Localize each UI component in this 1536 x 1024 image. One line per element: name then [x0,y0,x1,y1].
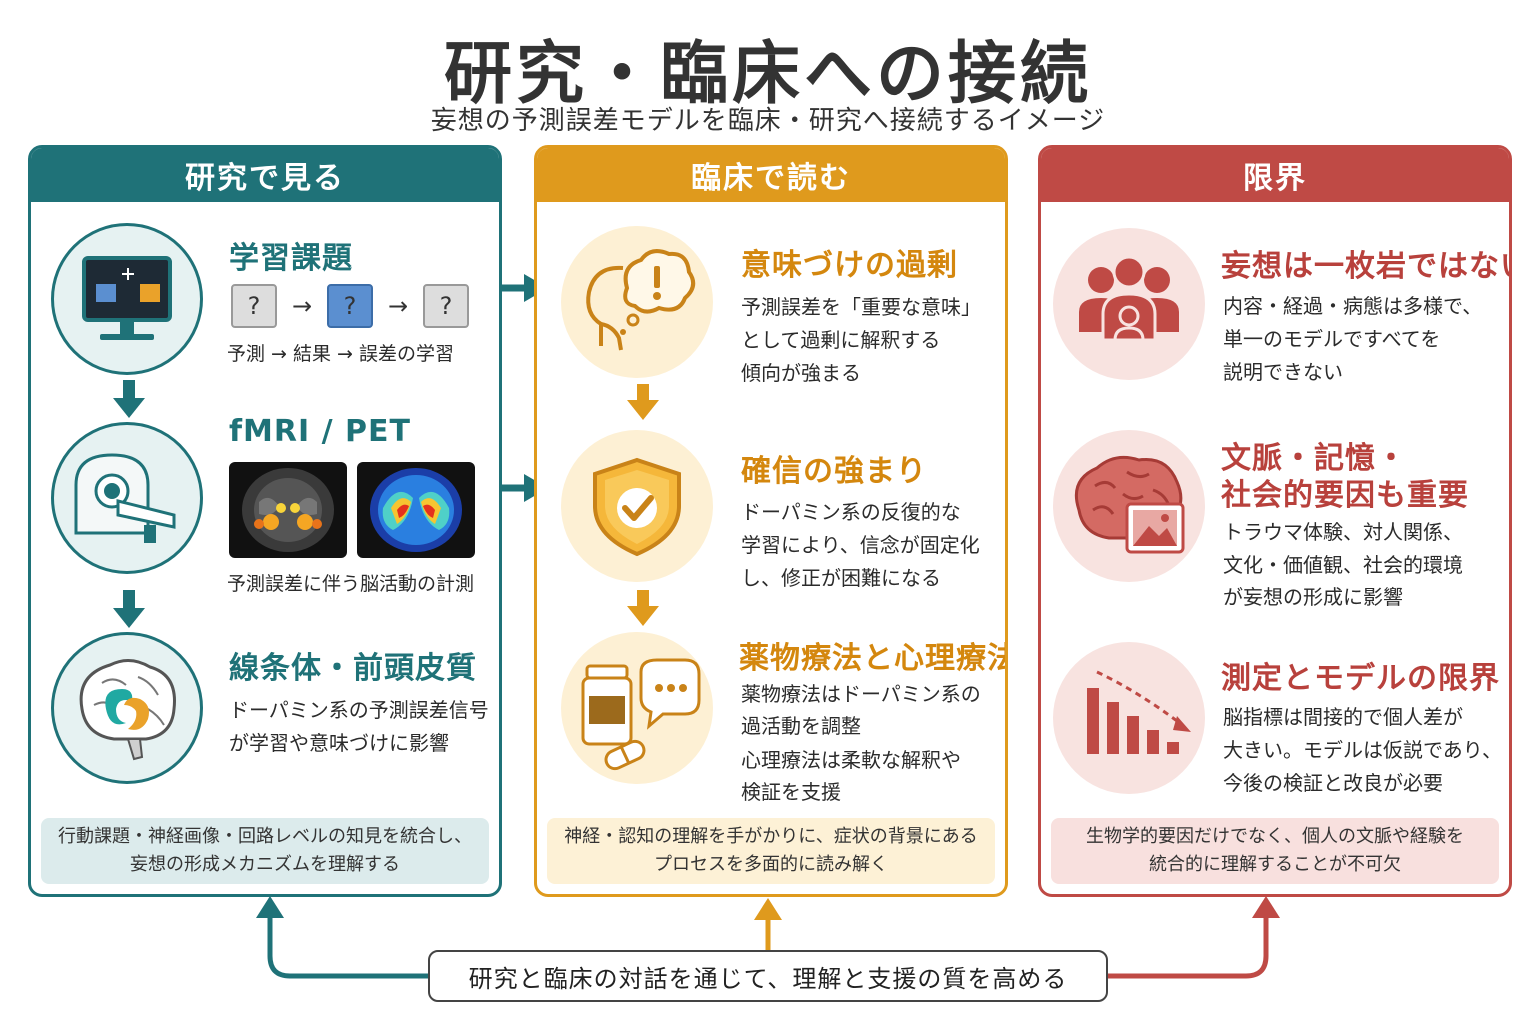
therapy-line-2: 過活動を調整 [741,714,861,738]
clinic-header: 臨床で読む [537,148,1005,202]
research-footer-line-1: 行動課題・神経画像・回路レベルの知見を統合し、 [58,826,472,847]
heterogeneity-line-2: 単一のモデルですべてを [1223,327,1441,351]
measurement-line-1: 脳指標は間接的で個人差が [1223,705,1463,729]
heterogeneity-line-3: 説明できない [1223,360,1343,384]
limit-footer: 生物学的要因だけでなく、個人の文脈や経験を 統合的に理解することが不可欠 [1051,818,1499,884]
arrow-down-icon [113,380,145,418]
limit-panel: 限界 妄想は一枚岩ではない 内容・経過・病態は多様で、 単一のモデルですべてを … [1038,145,1512,897]
circuit-line-2: が学習や意味づけに影響 [229,731,449,755]
brain-striatum-icon [51,632,203,784]
shield-check-icon [561,430,713,582]
imaging-title: fMRI / PET [229,414,411,449]
declining-chart-icon [1053,642,1205,794]
monitor-task-icon [51,223,203,375]
arrow-down-icon [113,590,145,628]
over-meaning-line-3: 傾向が強まる [741,361,861,385]
conviction-line-2: 学習により、信念が固定化 [741,533,980,557]
context-line-1: トラウマ体験、対人関係、 [1223,520,1463,544]
fmri-scan-image [229,462,347,558]
heterogeneity-line-1: 内容・経過・病態は多様で、 [1223,294,1483,318]
clinic-footer: 神経・認知の理解を手がかりに、症状の背景にある プロセスを多面的に読み解く [547,818,995,884]
research-header: 研究で見る [31,148,499,202]
pet-scan-image [357,462,475,558]
arrow-down-icon [627,384,659,420]
task-title: 学習課題 [229,241,353,276]
arrow-right-icon: → [387,292,409,320]
measurement-line-2: 大きい。モデルは仮説であり、 [1223,738,1502,762]
research-footer-line-2: 妄想の形成メカニズムを理解する [130,854,400,875]
task-caption: 予測 → 結果 → 誤差の学習 [227,343,454,365]
therapy-line-3: 心理療法は柔軟な解釈や [741,748,961,772]
arrow-right-icon: → [291,292,313,320]
page-title: 研究・臨床への接続 [443,35,1092,114]
measurement-line-3: 今後の検証と改良が必要 [1223,771,1443,795]
medicine-chat-icon [561,632,713,784]
therapy-line-4: 検証を支援 [741,780,841,804]
circuit-title: 線条体・前頭皮質 [229,651,477,686]
over-meaning-line-1: 予測誤差を「重要な意味」 [741,295,981,319]
clinic-footer-line-2: プロセスを多面的に読み解く [654,854,888,875]
conviction-line-1: ドーパミン系の反復的な [741,500,961,524]
mri-scanner-icon [51,422,203,574]
research-panel: 研究で見る 学習課題 ? → ? → ? 予測 → 結果 → 誤差の学習 [28,145,502,897]
over-meaning-line-2: として過剰に解釈する [741,328,941,352]
outcome-box: ? [327,284,373,328]
context-line-2: 文化・価値観、社会的環境 [1223,553,1463,577]
context-title-line-2: 社会的要因も重要 [1221,478,1469,513]
conviction-title: 確信の強まり [741,454,927,489]
context-line-3: が妄想の形成に影響 [1223,585,1403,609]
heterogeneity-title: 妄想は一枚岩ではない [1221,249,1512,284]
prediction-box: ? [231,284,277,328]
therapy-title: 薬物療法と心理療法 [739,641,1008,676]
limit-footer-line-2: 統合的に理解することが不可欠 [1149,854,1401,875]
over-meaning-title: 意味づけの過剰 [741,248,958,283]
measurement-title: 測定とモデルの限界 [1221,661,1500,696]
conviction-line-3: し、修正が困難になる [741,566,941,590]
head-thought-icon [561,226,713,378]
people-group-icon [1053,228,1205,380]
limit-header: 限界 [1041,148,1509,202]
imaging-caption: 予測誤差に伴う脳活動の計測 [227,573,475,595]
therapy-line-1: 薬物療法はドーパミン系の [741,682,981,706]
research-footer: 行動課題・神経画像・回路レベルの知見を統合し、 妄想の形成メカニズムを理解する [41,818,489,884]
dialogue-banner: 研究と臨床の対話を通じて、理解と支援の質を高める [428,950,1108,1002]
circuit-line-1: ドーパミン系の予測誤差信号 [229,698,489,722]
clinic-panel: 臨床で読む 意味づけの過剰 予測誤差を「重要な意味」 として過剰に解釈する 傾向… [534,145,1008,897]
brain-picture-icon [1053,430,1205,582]
context-title-line-1: 文脈・記憶・ [1221,441,1407,476]
limit-footer-line-1: 生物学的要因だけでなく、個人の文脈や経験を [1086,826,1464,847]
clinic-footer-line-1: 神経・認知の理解を手がかりに、症状の背景にある [564,826,978,847]
error-box: ? [423,284,469,328]
page-subtitle: 妄想の予測誤差モデルを臨床・研究へ接続するイメージ [430,106,1106,136]
task-sequence: ? → ? → ? [231,284,469,328]
arrow-down-icon [627,590,659,626]
